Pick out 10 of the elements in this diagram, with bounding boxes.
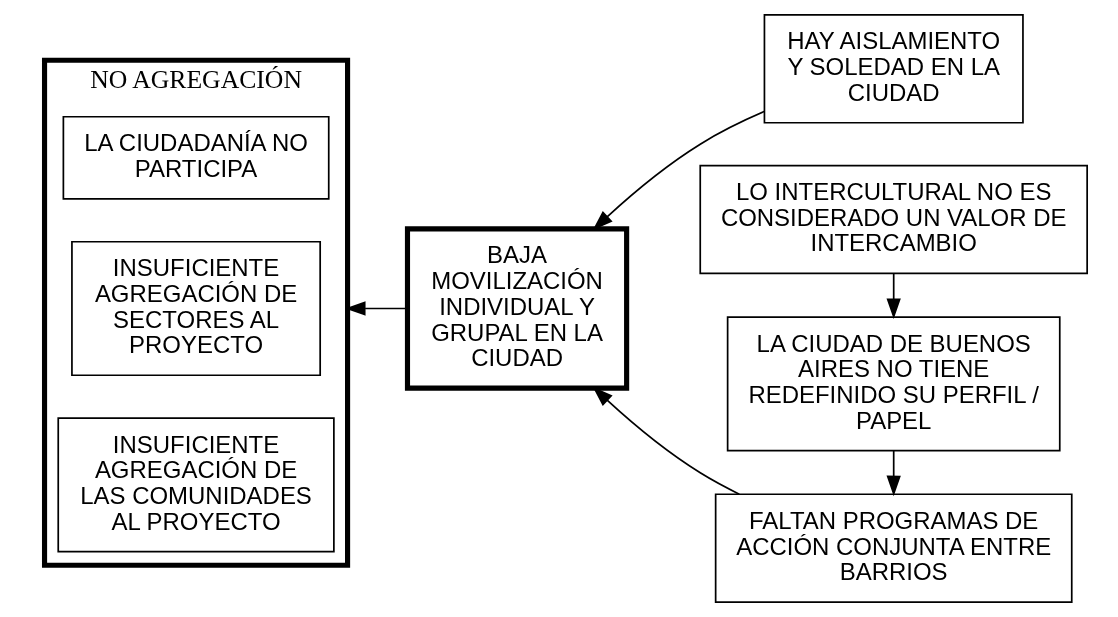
node-box: INSUFICIENTE AGREGACIÓN DE SECTORES AL PROYECTO <box>71 240 322 377</box>
arrow <box>886 449 901 497</box>
node-box: FALTAN PROGRAMAS DE ACCIÓN CONJUNTA ENTRE BARRIOS <box>714 493 1073 603</box>
node-box: INSUFICIENTE AGREGACIÓN DE LAS COMUNIDADES AL PROYECTO <box>57 417 335 553</box>
node-box: LA CIUDAD DE BUENOS AIRES NO TIENE REDEFINIDO SU PERFIL / PAPEL <box>726 316 1061 452</box>
node-box: HAY AISLAMIENTO Y SOLEDAD EN LA CIUDAD <box>763 14 1024 124</box>
node-box: BAJA MOVILIZACIÓN INDIVIDUAL Y GRUPAL EN LA CIUDAD <box>404 226 630 391</box>
arrow <box>886 273 901 319</box>
node-box: LA CIUDADANÍA NO PARTICIPA <box>62 115 330 200</box>
node-box: LO INTERCULTURAL NO ES CONSIDERADO UN VALOR DE INTERCAMBIO <box>699 164 1088 275</box>
